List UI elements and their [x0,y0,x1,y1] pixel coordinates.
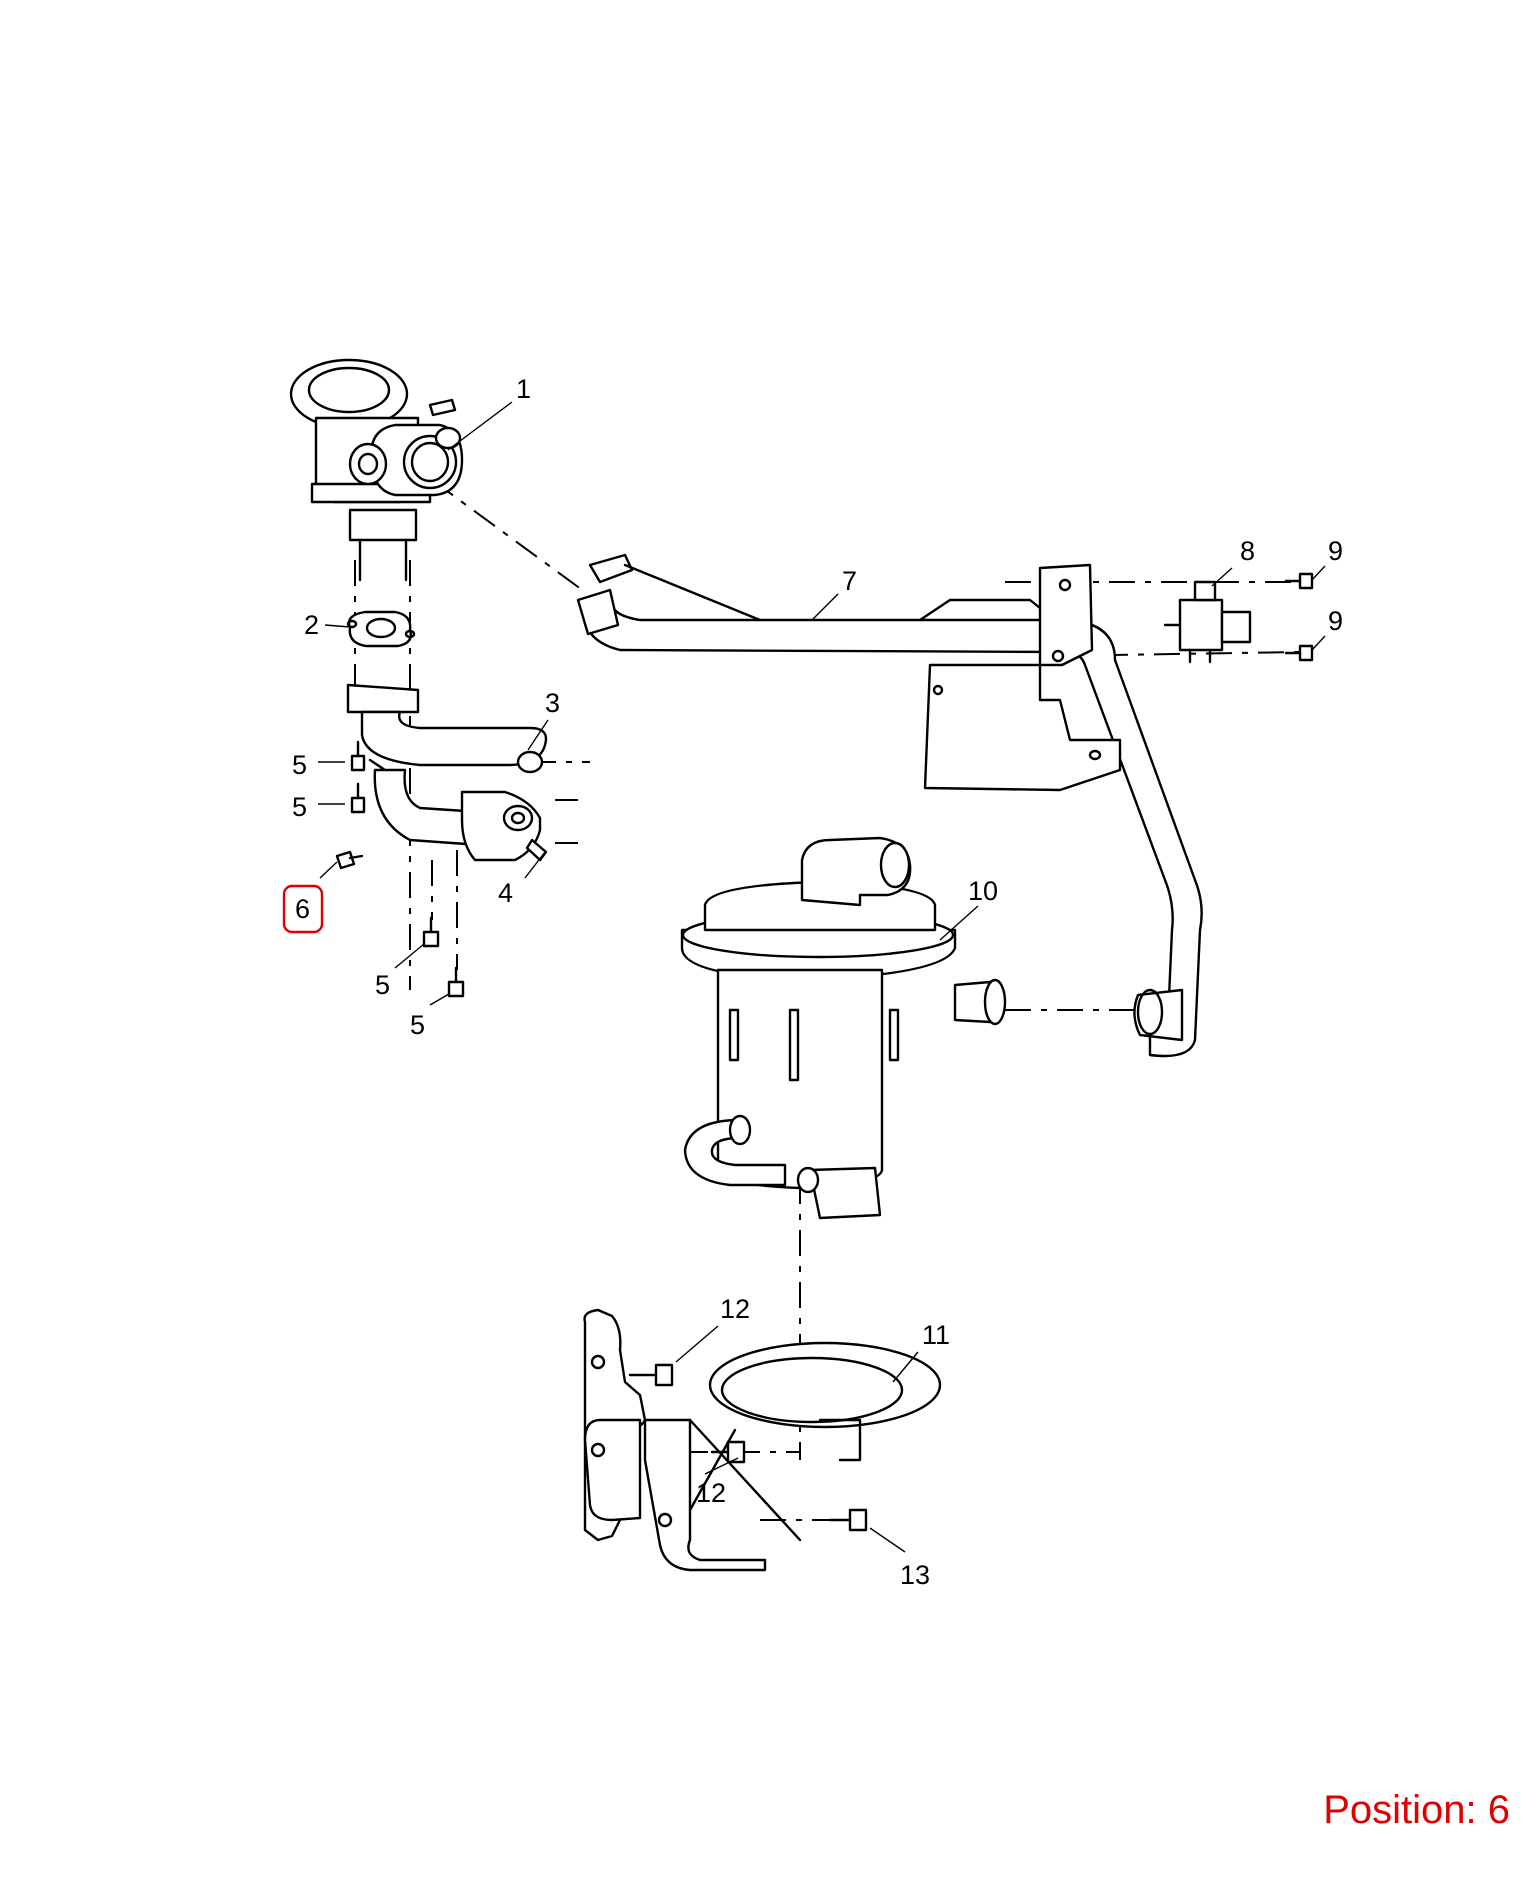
part-11-bracket [583,1308,942,1572]
part-1-valve [289,358,464,582]
callout-5b[interactable]: 5 [292,792,307,822]
part-2-gasket [346,610,416,648]
callout-1[interactable]: 1 [516,374,531,404]
callout-6-highlight [282,884,324,934]
callout-5a[interactable]: 5 [292,750,307,780]
bolts-left-group [335,740,465,998]
callout-12b[interactable]: 12 [696,1478,726,1508]
callout-8[interactable]: 8 [1240,536,1255,566]
screw-9b [1284,644,1314,662]
part-10-air-pump [680,836,1007,1220]
screw-9a [1284,572,1314,590]
bolt-5d [447,966,465,998]
callout-5c[interactable]: 5 [375,970,390,1000]
callout-13[interactable]: 13 [900,1560,930,1590]
callout-9a[interactable]: 9 [1328,536,1343,566]
part-7-hose [576,553,1203,1058]
part-4-pipe-flange [373,768,548,862]
part-3-pipe [346,683,548,774]
position-label: Position: 6 [1323,1788,1510,1832]
callout-4[interactable]: 4 [498,878,513,908]
bolt-5b [350,782,366,814]
bolt-13 [828,1508,868,1532]
callout-labels: 1 2 3 4 5 5 5 5 6 7 8 9 9 10 11 12 12 13 [282,374,1343,1590]
callout-3[interactable]: 3 [545,688,560,718]
bolt-12a [628,1363,674,1387]
part-9-screws [1284,572,1314,662]
callout-9b[interactable]: 9 [1328,606,1343,636]
part-8-solenoid [1163,580,1252,664]
callout-7[interactable]: 7 [842,566,857,596]
bolt-12b [710,1440,746,1464]
callout-2[interactable]: 2 [304,610,319,640]
callout-5d[interactable]: 5 [410,1010,425,1040]
callout-6[interactable]: 6 [295,894,310,924]
bolt-5c [422,916,440,948]
bolts-lower [628,1363,868,1532]
callout-10[interactable]: 10 [968,876,998,906]
bolt-5a [350,740,366,772]
bolt-6 [335,850,364,870]
callout-12a[interactable]: 12 [720,1294,750,1324]
callout-11[interactable]: 11 [922,1320,950,1350]
leader-lines [318,401,1326,1553]
hose-bracket [923,563,1122,792]
